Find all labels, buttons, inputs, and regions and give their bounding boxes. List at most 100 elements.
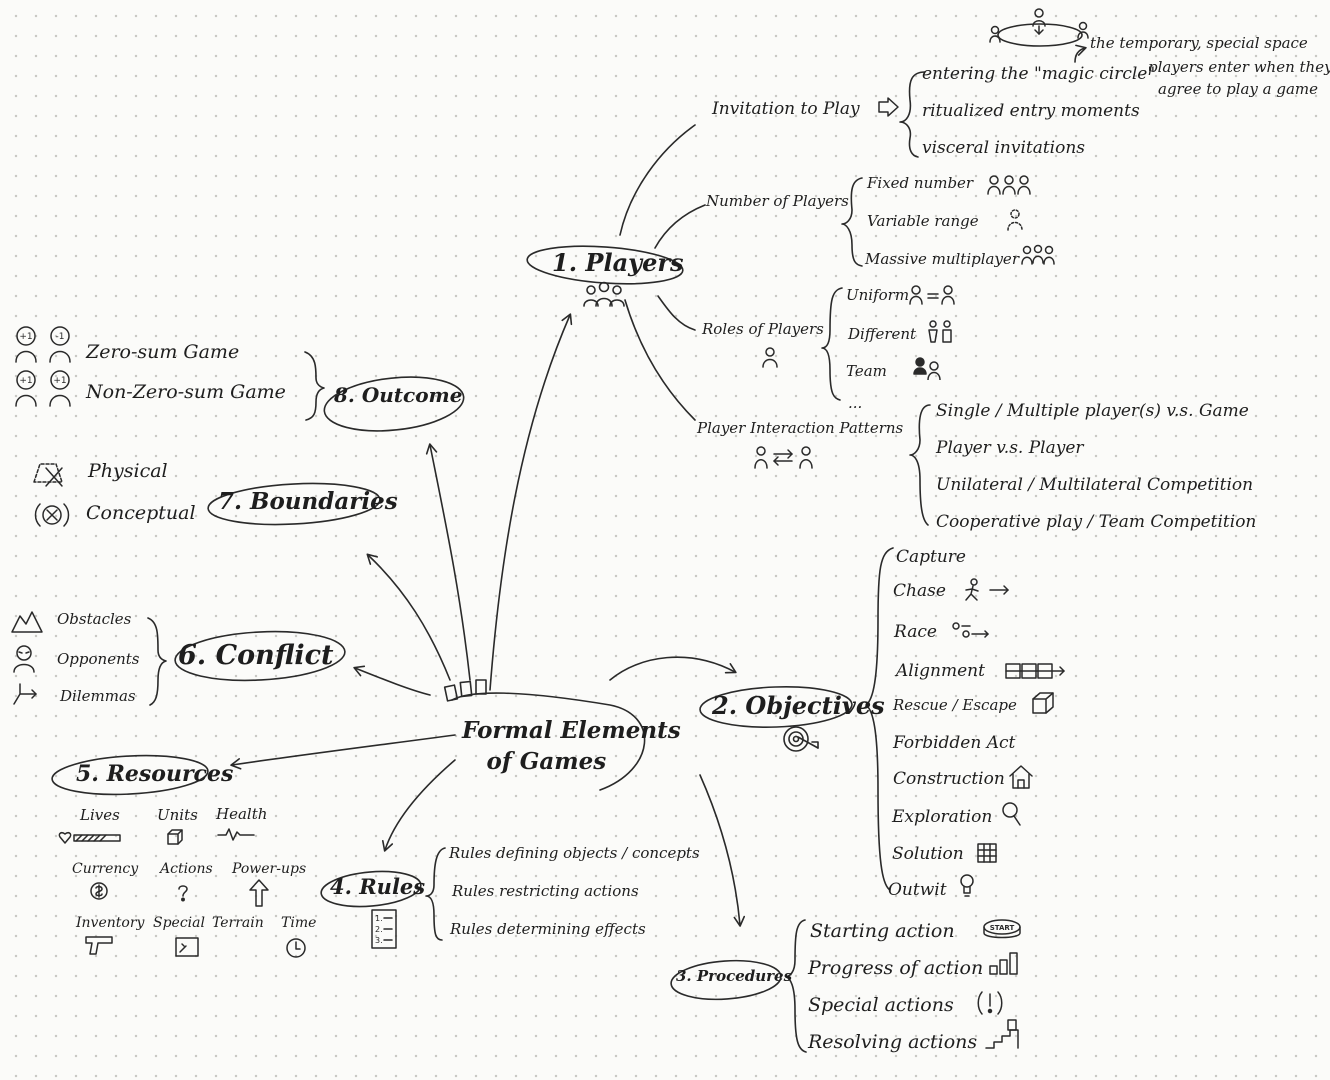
alignment-icon	[1004, 660, 1068, 682]
resource-actions: Actions	[160, 861, 213, 877]
objective-capture: Capture	[896, 547, 966, 567]
conflict-dilemmas: Dilemmas	[60, 687, 136, 705]
roles-bracket	[821, 287, 843, 401]
rules-item-defining: Rules defining objects / concepts	[449, 844, 700, 862]
opponent-face-icon	[10, 644, 38, 674]
procedure-special-actions: Special actions	[808, 994, 954, 1016]
house-icon	[1008, 764, 1034, 790]
progress-bars-icon	[988, 950, 1022, 976]
procedures-bracket	[785, 919, 807, 1053]
objectives-hub[interactable]: 2. Objectives	[712, 691, 885, 720]
coin-icon	[88, 880, 110, 902]
non-zero-sum-badge-b: +1	[53, 376, 66, 386]
zero-sum-players-icon: +1 -1	[12, 324, 76, 364]
rule-list-3: 3.	[375, 936, 383, 945]
outcome-bracket	[304, 351, 325, 421]
running-person-icon	[960, 578, 1014, 604]
interaction-patterns-label: Player Interaction Patterns	[697, 419, 904, 437]
procedures-hub[interactable]: 3. Procedures	[676, 967, 793, 985]
player-interaction-icon	[752, 444, 816, 470]
rule-list-icon: 1. 2. 3.	[370, 908, 398, 952]
center-title-line1: Formal Elements	[462, 717, 681, 744]
resource-lives: Lives	[80, 806, 120, 824]
invitation-item-visceral: visceral invitations	[922, 138, 1086, 158]
interaction-item-cooperative: Cooperative play / Team Competition	[936, 512, 1257, 532]
number-of-players-label: Number of Players	[706, 192, 849, 210]
invitation-item-ritualized: ritualized entry moments	[922, 101, 1140, 121]
invitation-bracket	[899, 71, 926, 158]
roles-item-different: Different	[848, 325, 917, 343]
rules-hub[interactable]: 4. Rules	[330, 874, 426, 899]
start-button-icon: START	[980, 916, 1024, 942]
procedures-hub-ring	[670, 959, 782, 1001]
boundary-physical: Physical	[88, 460, 168, 482]
objective-race: Race	[894, 622, 937, 642]
objective-exploration: Exploration	[892, 807, 993, 827]
roles-item-more: ...	[848, 394, 863, 412]
rule-list-2: 2.	[375, 925, 383, 934]
outcome-non-zero-sum: Non-Zero-sum Game	[86, 381, 286, 403]
players-branch-roles	[657, 295, 696, 331]
exclamation-icon	[976, 990, 1004, 1016]
conflict-bracket	[147, 617, 167, 706]
gun-icon	[84, 934, 114, 956]
cage-icon	[1030, 691, 1056, 715]
magic-circle-ring	[997, 23, 1083, 47]
outcome-hub[interactable]: 8. Outcome	[334, 383, 463, 407]
player-icon	[760, 345, 780, 369]
resource-health: Health	[216, 805, 268, 823]
race-icon	[950, 620, 994, 642]
zero-sum-badge-b: -1	[56, 332, 65, 342]
arrow-to-objectives	[609, 656, 737, 681]
magic-circle-note-line1: the temporary, special space	[1090, 34, 1308, 52]
heart-lifebar-icon	[58, 830, 124, 846]
roles-item-team: Team	[846, 362, 887, 380]
resource-currency: Currency	[72, 861, 139, 877]
non-zero-sum-badge-a: +1	[19, 376, 32, 386]
resources-hub-ring	[51, 754, 209, 796]
play-arrow-icon	[876, 96, 902, 118]
procedure-resolving-actions: Resolving actions	[808, 1031, 978, 1053]
uniform-players-icon	[908, 284, 958, 306]
interaction-bracket	[909, 404, 931, 526]
arrow-to-resources	[230, 734, 456, 770]
outcome-hub-ring	[323, 376, 465, 432]
interaction-item-pvp: Player v.s. Player	[936, 438, 1084, 458]
arrow-to-boundaries	[366, 553, 451, 681]
objective-rescue-escape: Rescue / Escape	[893, 696, 1017, 714]
boundaries-hub[interactable]: 7. Boundaries	[218, 488, 398, 515]
resource-inventory: Inventory	[76, 915, 145, 931]
resource-time: Time	[281, 915, 317, 931]
objectives-bracket	[865, 547, 894, 891]
procedure-progress-of-action: Progress of action	[808, 957, 984, 979]
number-item-variable: Variable range	[867, 212, 979, 230]
magic-circle-note-line2: players enter when they	[1148, 58, 1330, 76]
resource-terrain: Terrain	[212, 915, 264, 931]
rules-hub-ring	[320, 870, 422, 908]
question-mark-icon	[176, 884, 190, 902]
conflict-obstacles: Obstacles	[57, 610, 132, 628]
objective-chase: Chase	[893, 581, 946, 601]
players-branch-number	[654, 204, 706, 249]
team-players-icon	[912, 356, 942, 380]
rules-item-restricting: Rules restricting actions	[452, 882, 639, 900]
three-players-icon	[986, 174, 1032, 196]
magic-circle-note-line3: agree to play a game	[1158, 80, 1319, 98]
roles-of-players-label: Roles of Players	[702, 320, 824, 338]
zero-sum-badge-a: +1	[19, 332, 32, 342]
power-up-arrow-icon	[248, 878, 270, 908]
crowd-icon	[1020, 244, 1056, 266]
clock-icon	[284, 936, 308, 960]
players-hub[interactable]: 1. Players	[552, 248, 684, 277]
start-badge-text: START	[990, 924, 1015, 932]
conflict-hub[interactable]: 6. Conflict	[178, 640, 334, 671]
magic-circle-players-icon	[985, 6, 1095, 48]
conflict-hub-ring	[174, 630, 346, 682]
center-title-line2: of Games	[486, 748, 607, 776]
unit-cube-icon	[166, 828, 184, 846]
heartbeat-icon	[216, 826, 256, 842]
rules-item-determining: Rules determining effects	[450, 920, 646, 938]
resource-power-ups: Power-ups	[232, 861, 307, 877]
resources-hub[interactable]: 5. Resources	[76, 761, 234, 787]
